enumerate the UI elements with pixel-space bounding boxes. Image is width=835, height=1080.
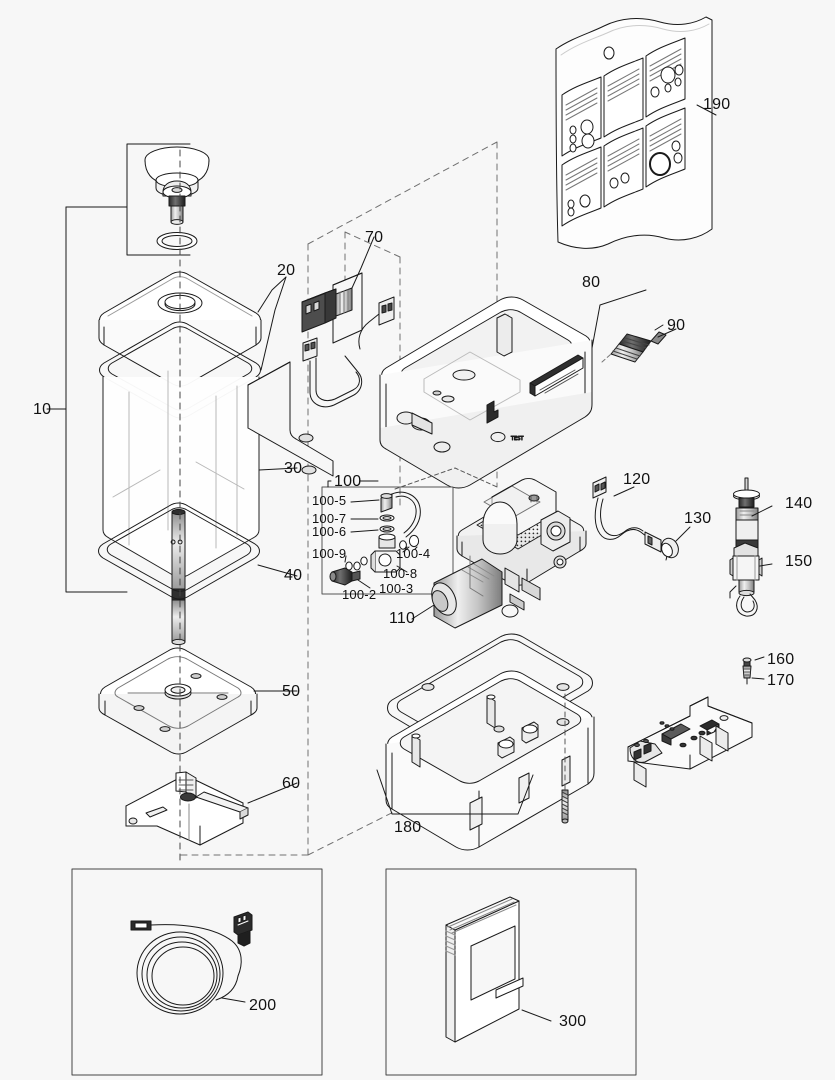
callout-50: 50 [282, 683, 301, 700]
callout-90: 90 [667, 317, 686, 334]
switch-connector-70 [301, 236, 395, 408]
valve-kit-detail-box [321, 467, 498, 595]
callout-100: 100 [334, 473, 362, 490]
callout-200: 200 [249, 997, 277, 1014]
wiring-harness-120 [592, 476, 668, 561]
callout-100-8: 100-8 [383, 566, 418, 581]
pcb-assembly [627, 656, 765, 788]
callout-100-6: 100-6 [312, 524, 347, 539]
tank-lid-20 [98, 271, 287, 387]
callout-70: 70 [365, 229, 384, 246]
callout-150: 150 [785, 553, 813, 570]
manual-inset-box [385, 868, 637, 1076]
callout-100-9: 100-9 [312, 546, 347, 561]
upper-housing-80: TEST [247, 289, 647, 489]
callout-10: 10 [33, 401, 52, 418]
valve-stem [162, 180, 192, 225]
callout-30: 30 [284, 460, 303, 477]
seal-kit-sheet-190 [555, 16, 717, 249]
callout-110: 110 [389, 610, 416, 627]
callout-100-4: 100-4 [396, 546, 431, 561]
callout-140: 140 [785, 495, 813, 512]
bracket-cap-group [65, 143, 191, 256]
callout-100-2: 100-2 [342, 587, 377, 602]
callout-100-3: 100-3 [379, 581, 414, 596]
solenoid-valve-150 [729, 542, 773, 617]
callout-300: 300 [559, 1013, 587, 1030]
o-ring-cap [156, 232, 198, 250]
callout-100-7: 100-7 [312, 511, 347, 526]
base-plate-50 [98, 647, 298, 755]
callout-80: 80 [582, 274, 601, 291]
callout-170: 170 [767, 672, 795, 689]
callout-40: 40 [284, 567, 303, 584]
callout-130: 130 [684, 510, 712, 527]
cable-inset-box [71, 868, 323, 1076]
mounting-bracket-60 [125, 771, 298, 846]
callout-20: 20 [277, 262, 296, 279]
lower-housing-180 [376, 633, 595, 851]
hose-fitting-90 [601, 324, 677, 363]
callout-120: 120 [623, 471, 651, 488]
callout-180: 180 [394, 819, 422, 836]
callout-100-5: 100-5 [312, 493, 347, 508]
callout-190: 190 [703, 96, 731, 113]
callout-60: 60 [282, 775, 301, 792]
grommet-plug-130 [661, 526, 691, 559]
callout-160: 160 [767, 651, 795, 668]
svg-text:TEST: TEST [510, 436, 524, 442]
standpipe [170, 508, 186, 646]
pump-assembly-110 [411, 478, 587, 629]
tank-lower-gasket-40 [98, 502, 298, 600]
